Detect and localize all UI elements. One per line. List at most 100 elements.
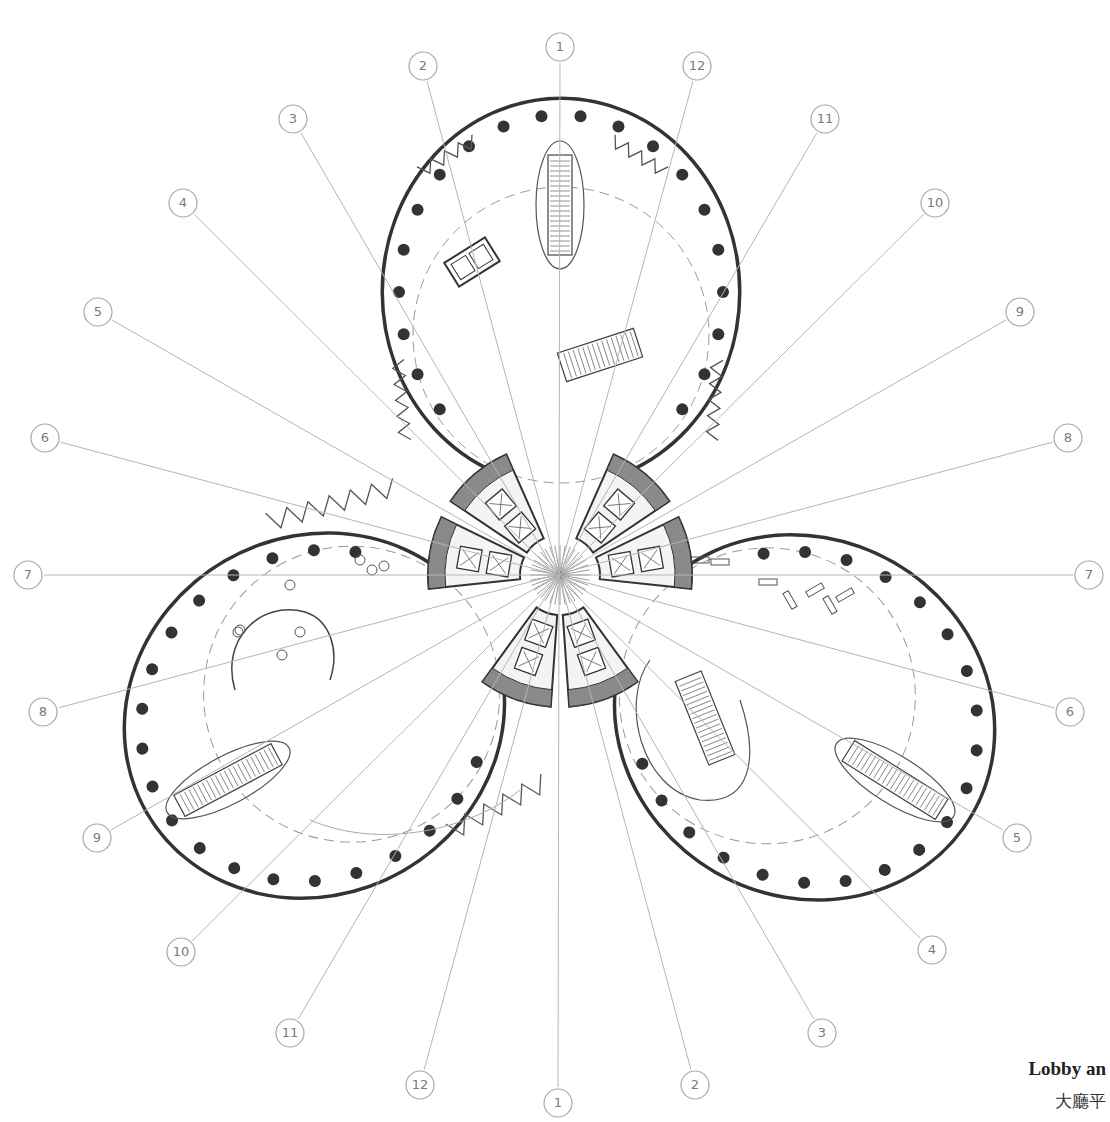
escalator-step (202, 782, 211, 800)
callout-circle (1075, 561, 1103, 589)
column (838, 552, 854, 568)
callout-circle (681, 1071, 709, 1099)
elevator-car (525, 619, 553, 647)
column (712, 244, 724, 256)
elevator (584, 512, 615, 543)
callout-circle (921, 189, 949, 217)
escalator-step (198, 785, 207, 803)
callout-circle (279, 105, 307, 133)
column (717, 286, 729, 298)
callout-number: 12 (400, 1075, 440, 1095)
column (449, 791, 465, 807)
callout-number: 10 (161, 942, 201, 962)
escalator-void (636, 660, 749, 800)
escalator-step (908, 783, 919, 800)
escalator-step (848, 746, 859, 763)
core-wall (428, 517, 457, 589)
escalator-step (215, 775, 224, 793)
elevator-cross (529, 623, 550, 644)
escalator-step (237, 764, 246, 782)
atrium-line (565, 494, 969, 898)
escalator-step (899, 777, 910, 794)
column (837, 873, 853, 889)
escalator-step (929, 796, 940, 813)
column (653, 792, 669, 808)
escalator-step (220, 773, 229, 791)
escalator-step (865, 756, 876, 773)
callout-number: 11 (805, 109, 845, 129)
elevator (486, 551, 511, 576)
callout-circle (808, 1019, 836, 1047)
callout-number: 8 (23, 702, 63, 722)
table (783, 591, 797, 610)
seat (295, 627, 305, 637)
escalator-step (268, 747, 277, 765)
callout-number: 1 (556, 39, 564, 54)
column (612, 121, 624, 133)
callout-number: 4 (912, 940, 952, 960)
column (398, 328, 410, 340)
escalator-step (630, 332, 638, 357)
escalator-body (174, 744, 282, 817)
lobe (73, 475, 564, 952)
escalator-step (895, 775, 906, 792)
callout-number: 1 (540, 37, 580, 57)
seat (285, 580, 295, 590)
column (498, 121, 510, 133)
escalator-step (251, 757, 260, 775)
seat (379, 561, 389, 571)
table (836, 588, 855, 602)
callout-circle (811, 105, 839, 133)
callout-number: 4 (163, 193, 203, 213)
escalator-step (852, 748, 863, 765)
core-block (563, 607, 638, 706)
callout-number: 9 (93, 830, 101, 845)
elevator (514, 647, 542, 675)
shaft-cell (451, 255, 475, 279)
escalator-step (696, 719, 718, 728)
table (691, 557, 709, 563)
callout-number: 9 (1000, 302, 1040, 322)
column (434, 169, 446, 181)
wall-outline (550, 468, 1060, 967)
escalator-step (920, 791, 931, 808)
lobe-floor (60, 466, 570, 965)
elevator (638, 546, 663, 571)
wall-outline (384, 100, 738, 484)
column (226, 860, 242, 876)
callout-number: 2 (675, 1075, 715, 1095)
escalator (675, 671, 735, 765)
callout-number: 10 (915, 193, 955, 213)
callout-number: 7 (24, 567, 32, 582)
escalator-step (689, 701, 711, 710)
callout-number: 10 (927, 195, 944, 210)
escalator-step (861, 754, 872, 771)
escalator-step (869, 759, 880, 776)
callout-number: 3 (802, 1023, 842, 1043)
escalator-body (557, 328, 642, 381)
column (144, 661, 160, 677)
column (797, 544, 813, 560)
callout-number: 11 (270, 1023, 310, 1043)
column (877, 862, 893, 878)
axis-line (44, 575, 1073, 576)
escalator-step (924, 793, 935, 810)
seat (367, 565, 377, 575)
callout-circle (918, 936, 946, 964)
escalator-body (675, 671, 735, 765)
escalator-step (687, 696, 709, 705)
callout-number: 11 (817, 111, 834, 126)
callout-number: 12 (677, 56, 717, 76)
table (711, 559, 729, 565)
facade-hatch (615, 135, 668, 173)
column (192, 840, 208, 856)
caption-text: Lobby an (1028, 1058, 1106, 1080)
column (754, 867, 770, 883)
escalator-step (233, 766, 242, 784)
callout-number: 1 (538, 1093, 578, 1113)
column (676, 403, 688, 415)
seat (277, 650, 287, 660)
caption-text: 大廳平 (1055, 1090, 1106, 1113)
callout-number: 12 (412, 1077, 429, 1092)
